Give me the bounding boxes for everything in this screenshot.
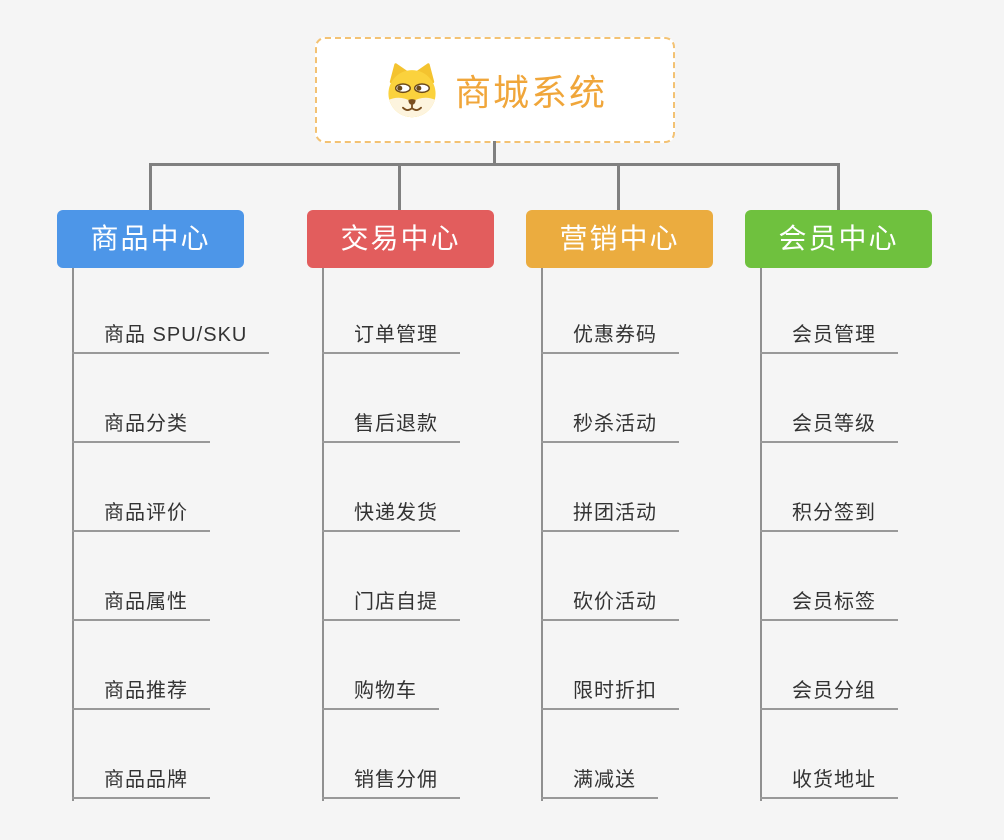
tree-item[interactable]: 会员分组	[760, 678, 898, 710]
branch-group-4: 会员中心 会员管理会员等级积分签到会员标签会员分组收货地址	[745, 210, 995, 820]
tree-item[interactable]: 销售分佣	[322, 767, 460, 799]
branch-node-3[interactable]: 营销中心	[526, 210, 713, 268]
branch-node-4[interactable]: 会员中心	[745, 210, 932, 268]
root-node[interactable]: 商城系统	[315, 37, 675, 143]
branch-node-1[interactable]: 商品中心	[57, 210, 244, 268]
tree-item[interactable]: 商品推荐	[72, 678, 210, 710]
tree-item[interactable]: 收货地址	[760, 767, 898, 799]
root-title: 商城系统	[454, 72, 607, 113]
connector-horizontal-bar	[149, 163, 840, 166]
branch-group-2: 交易中心 订单管理售后退款快递发货门店自提购物车销售分佣	[307, 210, 557, 820]
tree-item[interactable]: 积分签到	[760, 500, 898, 532]
tree-item[interactable]: 售后退款	[322, 411, 460, 443]
connector-drop-2	[398, 163, 401, 210]
branch-items: 优惠券码秒杀活动拼团活动砍价活动限时折扣满减送	[526, 210, 776, 820]
tree-item[interactable]: 限时折扣	[541, 678, 679, 710]
branch-items: 会员管理会员等级积分签到会员标签会员分组收货地址	[745, 210, 995, 820]
branch-items: 订单管理售后退款快递发货门店自提购物车销售分佣	[307, 210, 557, 820]
tree-item[interactable]: 商品品牌	[72, 767, 210, 799]
tree-item[interactable]: 会员标签	[760, 589, 898, 621]
tree-item[interactable]: 会员管理	[760, 322, 898, 354]
tree-item[interactable]: 商品分类	[72, 411, 210, 443]
tree-item[interactable]: 砍价活动	[541, 589, 679, 621]
connector-drop-3	[617, 163, 620, 210]
tree-item[interactable]: 商品 SPU/SKU	[72, 322, 270, 354]
connector-drop-4	[837, 163, 840, 210]
tree-item[interactable]: 会员等级	[760, 411, 898, 443]
tree-item[interactable]: 购物车	[322, 678, 439, 710]
dog-face-icon	[388, 63, 436, 118]
tree-item[interactable]: 满减送	[541, 767, 658, 799]
branch-spine	[322, 268, 324, 801]
branch-spine	[541, 268, 543, 801]
branch-spine	[72, 268, 74, 801]
connector-drop-1	[149, 163, 152, 210]
tree-item[interactable]: 秒杀活动	[541, 411, 679, 443]
branch-group-1: 商品中心 商品 SPU/SKU 商品分类商品评价商品属性商品推荐商品品牌	[57, 210, 307, 820]
tree-item[interactable]: 优惠券码	[541, 322, 679, 354]
branch-items: 商品 SPU/SKU 商品分类商品评价商品属性商品推荐商品品牌	[57, 210, 307, 820]
tree-item[interactable]: 商品属性	[72, 589, 210, 621]
branch-spine	[760, 268, 762, 801]
tree-item[interactable]: 门店自提	[322, 589, 460, 621]
tree-item[interactable]: 拼团活动	[541, 500, 679, 532]
branch-node-2[interactable]: 交易中心	[307, 210, 494, 268]
branch-group-3: 营销中心 优惠券码秒杀活动拼团活动砍价活动限时折扣满减送	[526, 210, 776, 820]
connector-root-stem	[493, 141, 496, 163]
tree-item[interactable]: 快递发货	[322, 500, 460, 532]
tree-item[interactable]: 商品评价	[72, 500, 210, 532]
tree-item[interactable]: 订单管理	[322, 322, 460, 354]
